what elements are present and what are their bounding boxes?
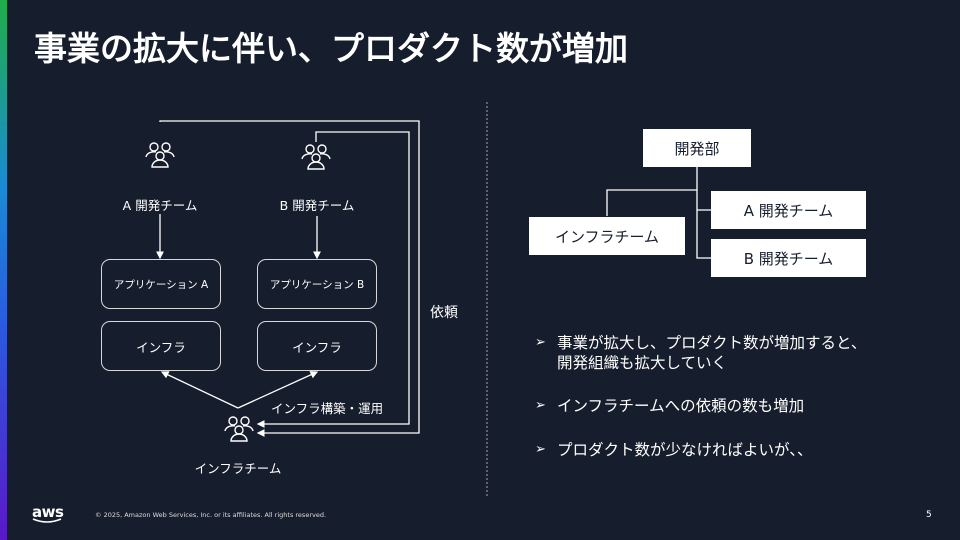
build-ops-label: インフラ構築・運用 bbox=[271, 401, 384, 416]
people-icon-infra bbox=[224, 416, 254, 442]
org-team-a: A 開発チーム bbox=[711, 191, 866, 229]
bullet-text: 事業が拡大し、プロダクト数が増加すると、 bbox=[557, 334, 867, 352]
bullet-text: インフラチームへの依頼の数も増加 bbox=[557, 397, 805, 415]
app-a-box: アプリケーション A bbox=[101, 259, 221, 309]
app-b-box: アプリケーション B bbox=[257, 259, 377, 309]
slide-title: 事業の拡大に伴い、プロダクト数が増加 bbox=[34, 29, 628, 68]
arrow-to-infra-a bbox=[160, 371, 239, 409]
arrow-to-infra-b bbox=[237, 371, 319, 409]
request-line-a bbox=[159, 120, 420, 437]
org-infra-team: インフラチーム bbox=[529, 217, 685, 255]
people-icon-b bbox=[301, 144, 331, 170]
org-connector bbox=[606, 167, 711, 259]
page-number: 5 bbox=[926, 510, 932, 520]
team-a-label: A 開発チーム bbox=[122, 198, 198, 213]
people-icon-a bbox=[145, 142, 175, 168]
request-label: 依頼 bbox=[430, 305, 458, 321]
bullet-3: ➢ プロダクト数が少なければよいが、、 bbox=[535, 440, 812, 460]
infra-team-label: インフラチーム bbox=[194, 461, 282, 476]
team-b-label: B 開発チーム bbox=[279, 198, 355, 213]
accent-bar bbox=[0, 0, 7, 540]
request-line-b bbox=[256, 131, 410, 428]
bullet-marker: ➢ bbox=[535, 398, 546, 413]
bullet-marker: ➢ bbox=[535, 442, 546, 457]
org-root: 開発部 bbox=[643, 129, 751, 167]
infra-a-box: インフラ bbox=[101, 321, 221, 371]
bullet-2: ➢ インフラチームへの依頼の数も増加 bbox=[535, 396, 804, 416]
org-team-b: B 開発チーム bbox=[711, 239, 866, 277]
bullet-text: プロダクト数が少なければよいが、、 bbox=[557, 441, 813, 459]
bullet-marker: ➢ bbox=[535, 335, 546, 350]
bullet-text: 開発組織も拡大していく bbox=[557, 354, 728, 372]
infra-b-box: インフラ bbox=[257, 321, 377, 371]
bullet-1: ➢ 事業が拡大し、プロダクト数が増加すると、開発組織も拡大していく bbox=[535, 333, 866, 373]
copyright: © 2025, Amazon Web Services, Inc. or its… bbox=[95, 511, 327, 519]
aws-logo: aws bbox=[32, 503, 64, 523]
